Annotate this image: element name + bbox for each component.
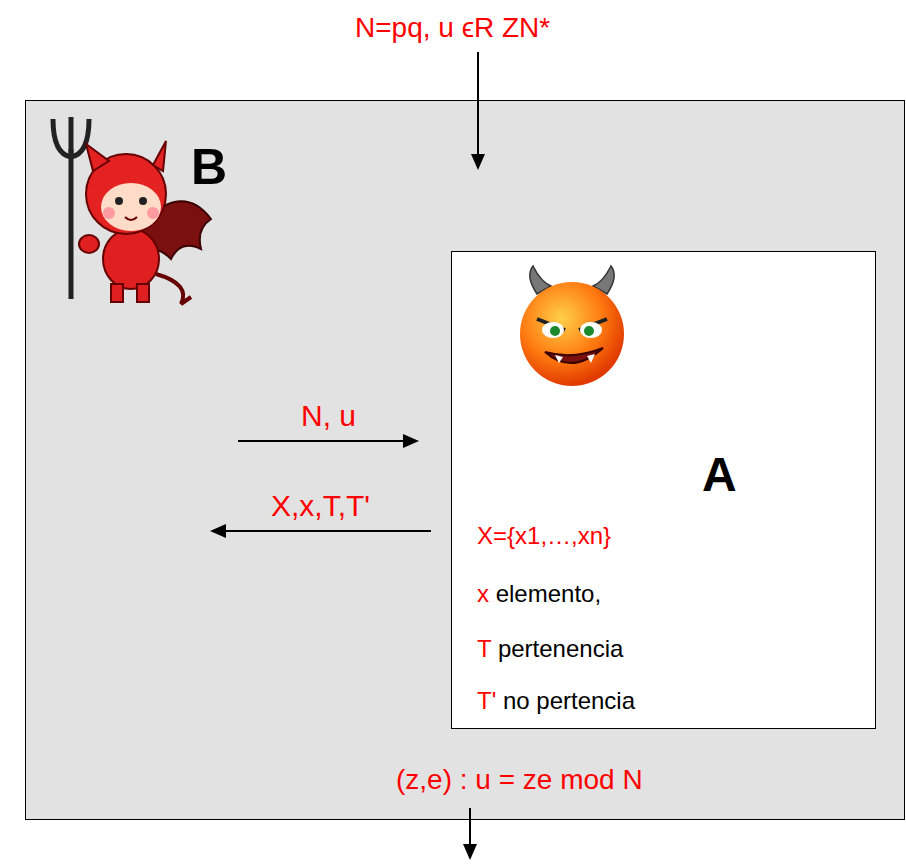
output-arrow [469, 808, 471, 846]
output-item: T' no pertencia [477, 687, 635, 715]
message-label: N, u [301, 399, 356, 434]
set-definition: X={x1,…,xn} [477, 522, 611, 550]
message-arrow [238, 434, 419, 448]
output-item: x elemento, [477, 580, 601, 608]
adversary-a-box: A X={x1,…,xn} x elemento, T pertenencia T' n… [451, 251, 876, 729]
message-line [224, 530, 431, 532]
input-arrow [477, 52, 479, 156]
arrow-head [403, 434, 419, 448]
arrow-head [463, 844, 477, 860]
adversary-b-box: B (z,e) : u = ze mod N A X={x1,…,xn} x eleme… [25, 100, 905, 820]
message-arrow [210, 524, 431, 538]
message-line [238, 440, 405, 442]
arrow-head [471, 154, 485, 170]
message-label: X,x,T,T' [271, 489, 370, 524]
party-name: A [702, 447, 737, 502]
party-name: B [191, 139, 227, 197]
output-formula: (z,e) : u = ze mod N [396, 764, 643, 796]
arrow-head [210, 524, 226, 538]
evil-face-illustration [507, 264, 637, 394]
input-label: N=pq, u ϵR ZN* [355, 12, 550, 44]
output-item: T pertenencia [477, 635, 623, 663]
